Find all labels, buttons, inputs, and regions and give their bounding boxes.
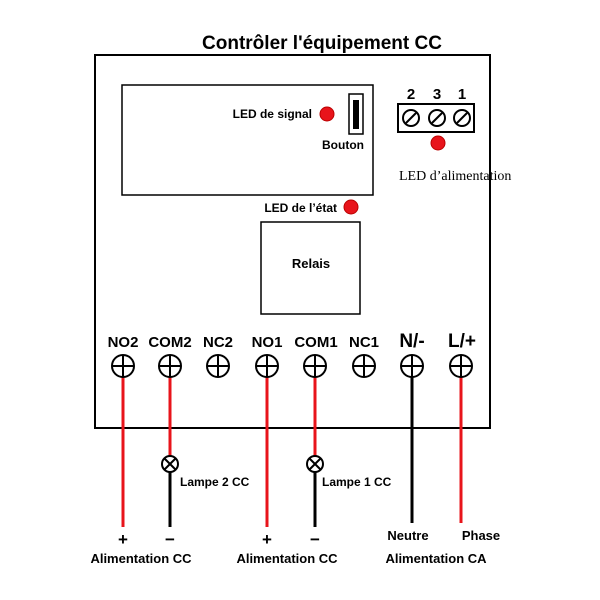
screw-slot: [456, 112, 468, 124]
terminal-n[interactable]: [400, 354, 424, 378]
dc1-plus: +: [262, 530, 272, 549]
learn-button-knob: [353, 100, 359, 129]
terminal-label-l: L/+: [448, 331, 476, 352]
lamp-cross-b: [163, 457, 177, 471]
terminal-nc1[interactable]: [352, 354, 376, 378]
lamp-2-label: Lampe 2 CC: [180, 475, 250, 489]
terminal-com1[interactable]: [303, 354, 327, 378]
terminal-l[interactable]: [449, 354, 473, 378]
lamp-1-label: Lampe 1 CC: [322, 475, 392, 489]
relay-box: [260, 221, 361, 315]
screw-slot: [405, 112, 417, 124]
terminal-label-nc2: NC2: [203, 334, 233, 351]
terminal-labels: NO2 COM2 NC2 NO1 COM1 NC1 N/- L/+: [108, 331, 476, 352]
power-terminal-screws: [402, 109, 471, 127]
relay-label: Relais: [292, 256, 330, 271]
terminal-label-no1: NO1: [252, 334, 283, 351]
ac-phase-label: Phase: [462, 528, 500, 543]
terminal-com2[interactable]: [158, 354, 182, 378]
terminal-nc2[interactable]: [206, 354, 230, 378]
terminal-no1[interactable]: [255, 354, 279, 378]
dc2-minus: −: [165, 530, 175, 549]
wires: [121, 370, 463, 527]
terminal-label-com1: COM1: [294, 334, 337, 351]
signal-led-label: LED de signal: [233, 107, 312, 121]
terminal-label-n: N/-: [399, 331, 424, 352]
signal-led: [319, 106, 335, 122]
status-led: [343, 199, 359, 215]
dc2-plus: +: [118, 530, 128, 549]
lamp-1: [306, 455, 324, 473]
terminal-label-nc1: NC1: [349, 334, 379, 351]
power-terminal-number-3: 3: [433, 86, 441, 103]
status-led-label: LED de l’état: [264, 201, 337, 215]
receiver-board: [121, 84, 374, 196]
lamp-2: [161, 455, 179, 473]
terminal-label-com2: COM2: [148, 334, 191, 351]
terminal-label-no2: NO2: [108, 334, 139, 351]
ac-supply-label: Alimentation CA: [385, 551, 487, 566]
lamp-cross-b: [308, 457, 322, 471]
screw-slot: [431, 112, 443, 124]
diagram-title: Contrôler l'équipement CC: [202, 33, 442, 54]
power-terminal-number-1: 1: [458, 86, 466, 103]
terminal-no2[interactable]: [111, 354, 135, 378]
power-led-label: LED d’alimentation: [399, 169, 511, 184]
dc1-minus: −: [310, 530, 320, 549]
power-led: [430, 135, 446, 151]
button-label: Bouton: [322, 138, 364, 152]
terminal-screws: [111, 354, 473, 378]
ac-neutral-label: Neutre: [387, 528, 428, 543]
dc1-supply-label: Alimentation CC: [236, 551, 338, 566]
power-terminal-number-2: 2: [407, 86, 415, 103]
dc2-supply-label: Alimentation CC: [90, 551, 192, 566]
